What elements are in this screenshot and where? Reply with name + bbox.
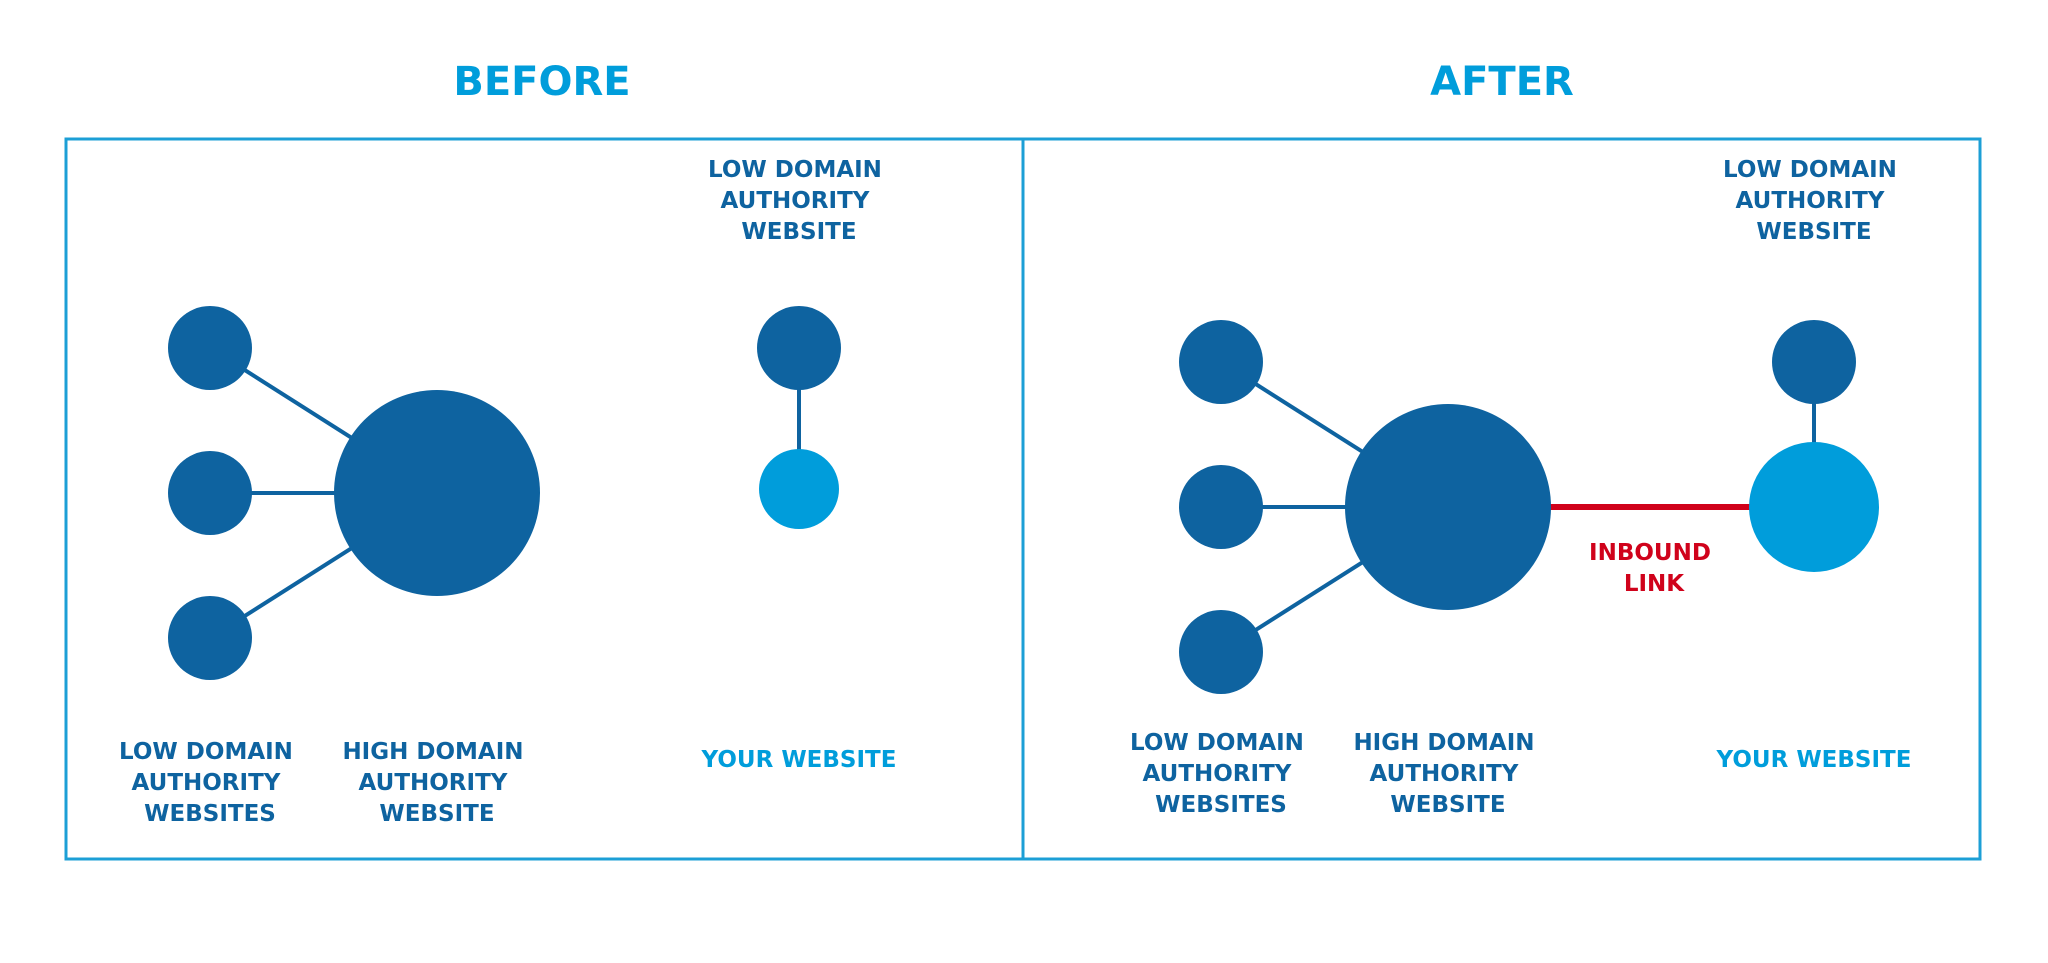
after-your-website-node xyxy=(1749,442,1879,572)
before-high-da-node xyxy=(334,390,540,596)
after-inbound-link-label: INBOUND LINK xyxy=(1589,540,1719,597)
before-heading: BEFORE xyxy=(453,59,630,105)
after-low-da-websites-label: LOW DOMAIN AUTHORITY WEBSITES xyxy=(1130,730,1312,818)
after-high-da-node xyxy=(1345,404,1551,610)
before-your-website-node xyxy=(759,449,839,529)
after-low-da-website-node xyxy=(1772,320,1856,404)
after-high-da-website-label: HIGH DOMAIN AUTHORITY WEBSITE xyxy=(1353,730,1542,818)
after-low-da-node-2 xyxy=(1179,465,1263,549)
before-low-da-websites-label: LOW DOMAIN AUTHORITY WEBSITES xyxy=(119,739,301,827)
after-panel: LOW DOMAIN AUTHORITY WEBSITE INBOUND LIN… xyxy=(1130,157,1911,818)
after-low-da-node-1 xyxy=(1179,320,1263,404)
before-high-da-website-label: HIGH DOMAIN AUTHORITY WEBSITE xyxy=(342,739,531,827)
after-panel-frame xyxy=(1021,137,1982,861)
before-panel: LOW DOMAIN AUTHORITY WEBSITE LOW DOMAIN … xyxy=(119,157,896,827)
before-low-da-website-label: LOW DOMAIN AUTHORITY WEBSITE xyxy=(708,157,890,245)
after-heading: AFTER xyxy=(1430,59,1574,105)
after-your-website-label: YOUR WEBSITE xyxy=(1716,747,1912,773)
before-low-da-node-2 xyxy=(168,451,252,535)
after-low-da-website-label: LOW DOMAIN AUTHORITY WEBSITE xyxy=(1723,157,1905,245)
before-low-da-node-1 xyxy=(168,306,252,390)
before-your-website-label: YOUR WEBSITE xyxy=(701,747,897,773)
before-low-da-node-3 xyxy=(168,596,252,680)
after-low-da-node-3 xyxy=(1179,610,1263,694)
before-low-da-website-node xyxy=(757,306,841,390)
